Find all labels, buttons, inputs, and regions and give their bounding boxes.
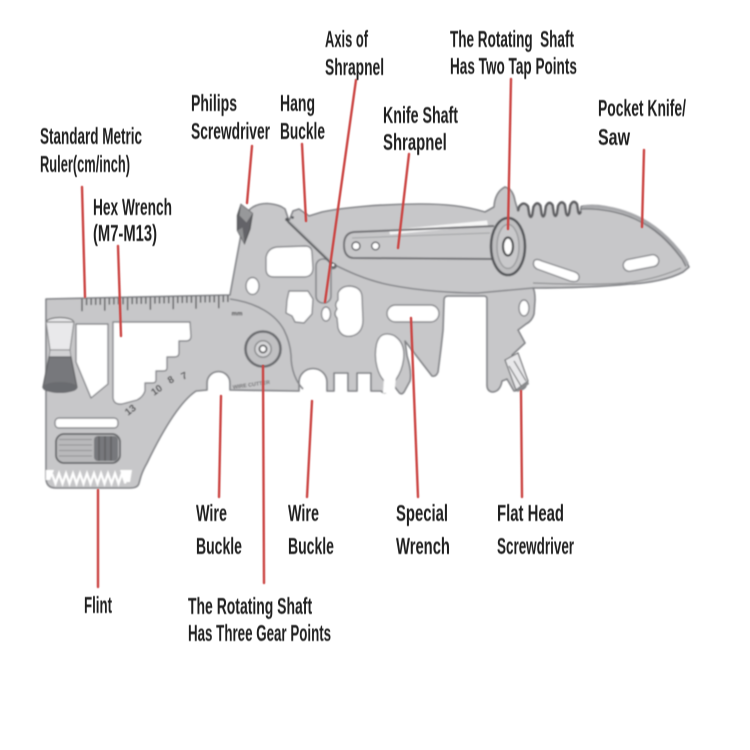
svg-text:7: 7: [180, 370, 190, 383]
svg-text:mm: mm: [232, 311, 244, 318]
svg-text:WIRE CUTTER: WIRE CUTTER: [232, 380, 270, 391]
svg-text:8: 8: [166, 374, 177, 387]
